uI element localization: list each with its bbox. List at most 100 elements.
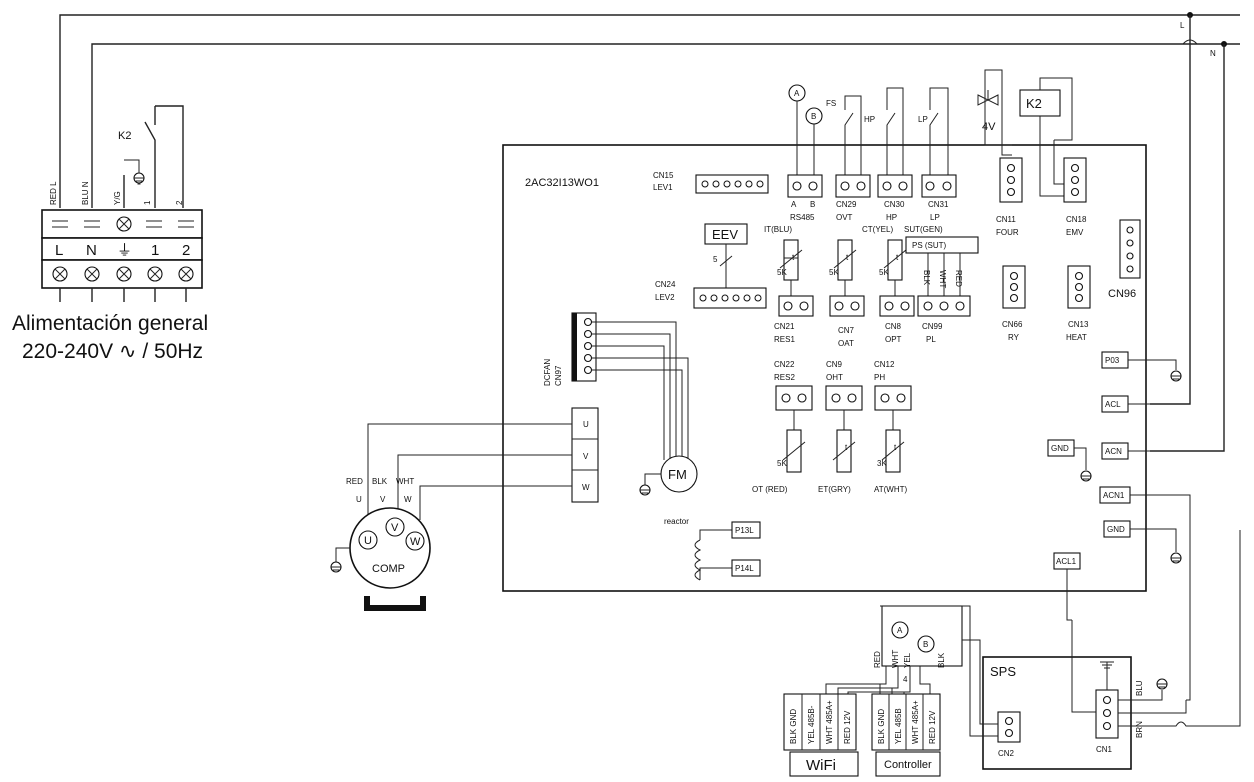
svg-text:5: 5 [713, 255, 718, 264]
svg-text:CN8: CN8 [885, 322, 902, 331]
svg-text:CN18: CN18 [1066, 215, 1087, 224]
svg-text:YEL 485B-: YEL 485B- [807, 705, 816, 744]
wire-label-2: 2 [175, 200, 184, 205]
svg-text:CN29: CN29 [836, 200, 857, 209]
svg-text:AT(WHT): AT(WHT) [874, 485, 908, 494]
reactor: reactor P13L P14L [664, 517, 761, 581]
connector-cn97-fan: DCFAN CN97 FM [543, 312, 698, 496]
connector-cn7: 5K t CN7 OAT [829, 239, 865, 348]
wire-label-1: 1 [143, 200, 152, 205]
svg-text:LP: LP [918, 115, 928, 124]
svg-text:LEV2: LEV2 [655, 293, 675, 302]
connector-cn29: FS CN29 OVT [826, 95, 871, 222]
connector-cn24-eev: EEV 5 CN24 LEV2 [655, 223, 767, 309]
svg-text:CN11: CN11 [996, 215, 1016, 224]
terminal-1: 1 [151, 242, 159, 259]
svg-text:RED: RED [954, 270, 963, 287]
svg-text:V: V [583, 452, 589, 461]
svg-text:BRN: BRN [1135, 721, 1144, 738]
svg-text:W: W [582, 483, 590, 492]
wire-label-yg: Y/G [113, 191, 122, 205]
connector-cn22: CN22 RES2 5K OT (RED) [752, 360, 813, 494]
svg-text:BLU: BLU [1135, 680, 1144, 696]
svg-text:t: t [846, 253, 849, 262]
svg-text:5K: 5K [777, 459, 787, 468]
svg-text:A: A [897, 626, 903, 635]
svg-text:WHT: WHT [891, 650, 900, 668]
svg-text:B: B [810, 200, 815, 209]
svg-text:OPT: OPT [885, 335, 902, 344]
connector-cn8: CT(YEL) SUT(GEN) 5K t CN8 OPT [862, 225, 943, 344]
svg-text:CN97: CN97 [554, 365, 563, 386]
svg-text:PH: PH [874, 373, 885, 382]
svg-text:LP: LP [930, 213, 940, 222]
svg-text:GND: GND [1051, 444, 1069, 453]
svg-text:RED: RED [346, 477, 363, 486]
svg-text:CN7: CN7 [838, 326, 855, 335]
svg-text:OHT: OHT [826, 373, 843, 382]
connector-cn21: IT(BLU) 5K t CN21 RES1 [764, 225, 814, 344]
svg-text:IT(BLU): IT(BLU) [764, 225, 792, 234]
power-relay-label: K2 [118, 130, 131, 142]
svg-text:ACN: ACN [1105, 447, 1122, 456]
svg-text:RES1: RES1 [774, 335, 795, 344]
bus-module: A B RED WHT YEL BLK 4 BLK GND YEL 485B- … [783, 605, 998, 777]
svg-text:t: t [845, 443, 848, 452]
svg-text:W: W [410, 536, 421, 548]
svg-text:B: B [923, 640, 928, 649]
board-right-terminals: P03 ACL ACN ACN1 GND GND ACL1 [1047, 351, 1191, 701]
svg-text:HP: HP [886, 213, 897, 222]
svg-text:4: 4 [903, 675, 908, 684]
svg-text:3K: 3K [877, 459, 887, 468]
svg-text:WHT: WHT [396, 477, 414, 486]
svg-text:CN31: CN31 [928, 200, 949, 209]
power-wire-labels: RED L BLU N Y/G 1 2 [49, 181, 184, 205]
svg-text:V: V [380, 495, 386, 504]
connector-cn12: CN12 PH 3K t AT(WHT) [874, 360, 912, 494]
svg-text:ACL1: ACL1 [1056, 557, 1077, 566]
main-board [502, 144, 1147, 592]
svg-text:5K: 5K [879, 268, 889, 277]
svg-text:5K: 5K [829, 268, 839, 277]
mains-lines: L N [59, 12, 1240, 452]
svg-text:HEAT: HEAT [1066, 333, 1087, 342]
svg-text:CN30: CN30 [884, 200, 905, 209]
svg-text:GND: GND [1107, 525, 1125, 534]
compressor: RED BLK WHT U V W U V W COMP [330, 423, 572, 611]
svg-text:ET(GRY): ET(GRY) [818, 485, 851, 494]
connector-cn66: CN66 RY [1002, 265, 1026, 342]
svg-text:CN1: CN1 [1096, 745, 1113, 754]
connector-cn18: K2 CN18 EMV [1019, 77, 1087, 237]
svg-text:FOUR: FOUR [996, 228, 1019, 237]
svg-text:CN22: CN22 [774, 360, 795, 369]
sps-module: SPS CN2 CN1 BLU BRN [982, 530, 1241, 770]
line-label-n: N [1210, 49, 1216, 58]
svg-text:COMP: COMP [372, 563, 405, 575]
svg-text:WHT: WHT [938, 270, 947, 288]
svg-text:SUT(GEN): SUT(GEN) [904, 225, 943, 234]
svg-text:t: t [792, 253, 795, 262]
svg-text:B: B [811, 112, 816, 121]
terminal-l: L [55, 242, 63, 259]
connector-cn31: LP CN31 LP [918, 87, 957, 222]
svg-text:ACL: ACL [1105, 400, 1121, 409]
svg-text:P14L: P14L [735, 564, 754, 573]
terminal-n: N [86, 242, 97, 259]
svg-text:BLK GND: BLK GND [877, 709, 886, 744]
svg-text:P03: P03 [1105, 356, 1120, 365]
svg-text:EEV: EEV [712, 227, 738, 242]
svg-text:P13L: P13L [735, 526, 754, 535]
svg-text:U: U [356, 495, 362, 504]
terminal-earth: ⏚ [117, 242, 132, 259]
svg-text:BLK: BLK [372, 477, 388, 486]
svg-text:Controller: Controller [884, 759, 932, 771]
connector-cn11: 4V CN11 FOUR [977, 69, 1023, 237]
svg-text:YEL 485B: YEL 485B [894, 708, 903, 744]
connector-cn30: HP CN30 HP [864, 87, 913, 222]
svg-text:RED 12V: RED 12V [928, 710, 937, 744]
svg-text:5K: 5K [777, 268, 787, 277]
svg-text:ACN1: ACN1 [1103, 491, 1125, 500]
svg-text:A: A [791, 200, 797, 209]
svg-text:reactor: reactor [664, 517, 689, 526]
power-relay-k2: K2 [118, 105, 184, 208]
